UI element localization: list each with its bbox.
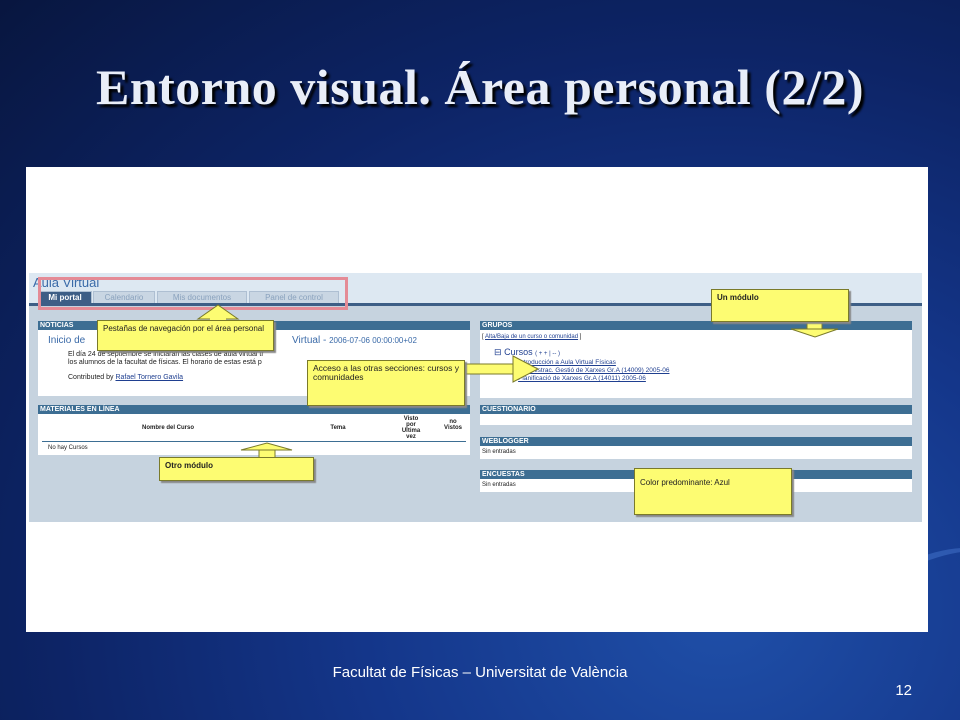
- page-number: 12: [895, 682, 912, 699]
- access-arrow: [512, 355, 540, 383]
- materials-empty: No hay Cursos: [48, 445, 88, 451]
- materials-col-no-vistos: no Vistos: [444, 419, 462, 431]
- alta-baja-link[interactable]: Alta/Baja de un curso o comunidad: [485, 334, 579, 340]
- group-item-3-link[interactable]: Planificació de Xarxes Gr.A (14011) 2005…: [518, 375, 646, 382]
- otro-modulo-callout: Otro módulo: [159, 457, 314, 481]
- tab-panel-de-control[interactable]: Panel de control: [249, 291, 339, 304]
- author-link[interactable]: Rafael Tornero Gavila: [115, 374, 184, 381]
- groups-link-line: [ Alta/Baja de un curso o comunidad ]: [482, 334, 582, 340]
- tabs-arrow: [196, 304, 240, 320]
- un-modulo-arrow: [790, 328, 839, 338]
- weblogger-module-header: WEBLOGGER: [480, 437, 912, 446]
- news-contributed: Contributed by Rafael Tornero Gavila: [68, 374, 183, 382]
- materials-module-header: MATERIALES EN LÍNEA: [38, 405, 470, 414]
- access-callout: Acceso a las otras secciones: cursos y c…: [307, 360, 465, 406]
- slide-title: Entorno visual. Área personal (2/2): [96, 59, 864, 115]
- courses-controls[interactable]: ( + + | -- ): [535, 351, 560, 357]
- groups-module-header: GRUPOS: [480, 321, 912, 330]
- slide-footer: Facultat de Físicas – Universitat de Val…: [332, 664, 628, 681]
- materials-col-tema: Tema: [330, 425, 346, 431]
- courses-row: ⊟ Cursos ( + + | -- ): [494, 347, 560, 359]
- cuestionario-module: CUESTIONARIO: [480, 405, 912, 425]
- tab-calendario[interactable]: Calendario: [93, 291, 155, 304]
- tabs-callout: Pestañas de navegación por el área perso…: [97, 320, 274, 351]
- group-item-2-link[interactable]: Administrac. Gestió de Xarxes Gr.A (1400…: [517, 367, 670, 374]
- tab-bar-underline: [29, 303, 922, 306]
- news-title-start: Inicio de: [48, 335, 86, 346]
- groups-module: GRUPOS [ Alta/Baja de un curso o comunid…: [480, 321, 912, 398]
- tabs-highlight-box: [38, 277, 348, 310]
- materials-divider: [42, 441, 466, 442]
- materials-col-visto: Visto por Ultima vez: [401, 416, 421, 440]
- weblogger-module: WEBLOGGER Sin entradas: [480, 437, 912, 459]
- tab-mis-documentos[interactable]: Mis documentos: [157, 291, 247, 304]
- courses-label[interactable]: Cursos: [504, 347, 533, 357]
- cuestionario-module-header: CUESTIONARIO: [480, 405, 912, 414]
- news-date: 2006-07-06 00:00:00+02: [329, 336, 417, 345]
- callout-arrows: [196, 304, 839, 459]
- minus-box-icon[interactable]: ⊟: [494, 347, 502, 357]
- otro-modulo-arrow: [240, 442, 293, 451]
- un-modulo-callout: Un módulo: [711, 289, 849, 322]
- color-callout: Color predominante: Azul: [634, 468, 792, 515]
- news-title-line: Virtual - 2006-07-06 00:00:00+02: [292, 335, 417, 346]
- screenshot-panel: Aula Virtual Mi portal Calendario Mis do…: [26, 167, 928, 632]
- contributed-label: Contributed by: [68, 374, 114, 381]
- encuestas-empty: Sin entradas: [482, 482, 516, 488]
- news-line-2: los alumnos de la facultat de físicas. E…: [68, 359, 262, 366]
- materials-col-name: Nombre del Curso: [141, 425, 194, 431]
- weblogger-empty: Sin entradas: [482, 449, 516, 455]
- group-item-1-link[interactable]: Introducción a Aula Virtual Físicas: [518, 359, 616, 366]
- news-title-mid: Virtual -: [292, 335, 327, 346]
- news-line-1: El día 24 de septiembre se iniciarán las…: [68, 351, 264, 358]
